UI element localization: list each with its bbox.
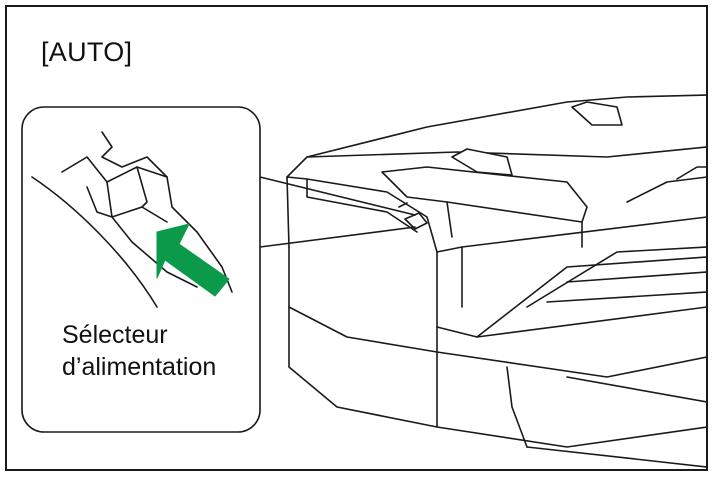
figure-frame: [AUTO]	[5, 5, 708, 471]
mode-label: [AUTO]	[41, 37, 133, 67]
zoom-line-top	[259, 176, 416, 216]
scanner-body	[286, 94, 706, 468]
caption-line-2: d’alimentation	[62, 353, 217, 381]
scanner-illustration	[21, 94, 706, 468]
zoom-line-bottom	[259, 226, 416, 248]
push-arrow-icon	[156, 223, 230, 297]
feed-selector-caption: Sélecteur d’alimentation	[62, 319, 216, 383]
inset-detail	[31, 131, 233, 308]
inset-callout	[21, 106, 261, 433]
caption-line-1: Sélecteur	[62, 321, 168, 349]
